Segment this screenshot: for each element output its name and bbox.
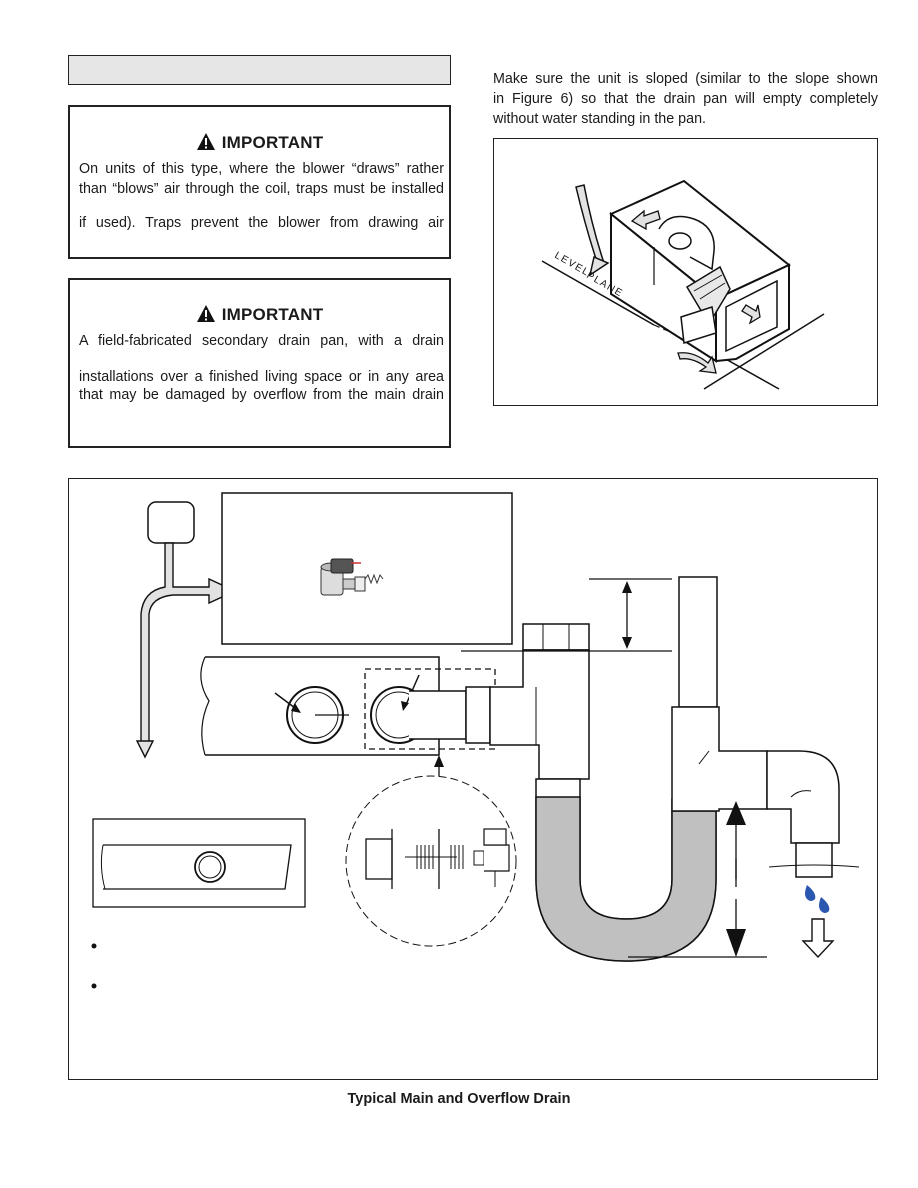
sloped-unit-diagram: LEVEL PLANE: [541, 179, 825, 390]
section-header-bar: [68, 55, 451, 85]
water-drop-icon: [819, 897, 830, 913]
important-1-line-1: On units of this type, where the blower …: [79, 161, 444, 177]
important-1-line-2: than “blows” air through the coil, traps…: [79, 181, 444, 197]
switch-inset: [221, 492, 513, 645]
warning-icon: [196, 133, 215, 150]
drain-figure: [68, 478, 878, 1080]
figure-caption: Typical Main and Overflow Drain: [347, 1091, 571, 1107]
slope-figure: LEVEL PLANE: [493, 138, 878, 406]
slope-paragraph: Make sure the unit is sloped (similar to…: [493, 69, 878, 129]
detail-circle: [345, 775, 517, 947]
important-heading-1: IMPORTANT: [221, 133, 324, 152]
important-2-line-1: A field-fabricated secondary drain pan, …: [79, 333, 444, 349]
slope-paragraph-line-1: Make sure the unit is sloped (similar to…: [493, 71, 878, 87]
important-notice-1: IMPORTANT On units of this type, where t…: [68, 105, 451, 259]
important-2-line-3: that may be damaged by overflow from the…: [79, 387, 444, 403]
important-notice-2: IMPORTANT A field-fabricated secondary d…: [68, 278, 451, 448]
drain-flow-arrow-icon: [801, 918, 835, 959]
important-1-line-3: if used). Traps prevent the blower from …: [79, 215, 444, 231]
water-drop-icon: [805, 885, 816, 901]
drain-diagram: [91, 492, 860, 989]
level-label: LEVEL: [553, 250, 592, 279]
warning-icon: [196, 305, 215, 322]
important-2-line-2: installations over a finished living spa…: [79, 369, 444, 385]
float-switch-icon: [320, 558, 384, 596]
overflow-switch-icon: [147, 501, 195, 544]
important-heading-2: IMPORTANT: [221, 305, 324, 324]
slope-paragraph-line-2: in Figure 6) so that the drain pan will …: [493, 91, 878, 107]
trap-water: [535, 796, 717, 962]
slope-paragraph-line-3: without water standing in the pan.: [493, 111, 707, 127]
